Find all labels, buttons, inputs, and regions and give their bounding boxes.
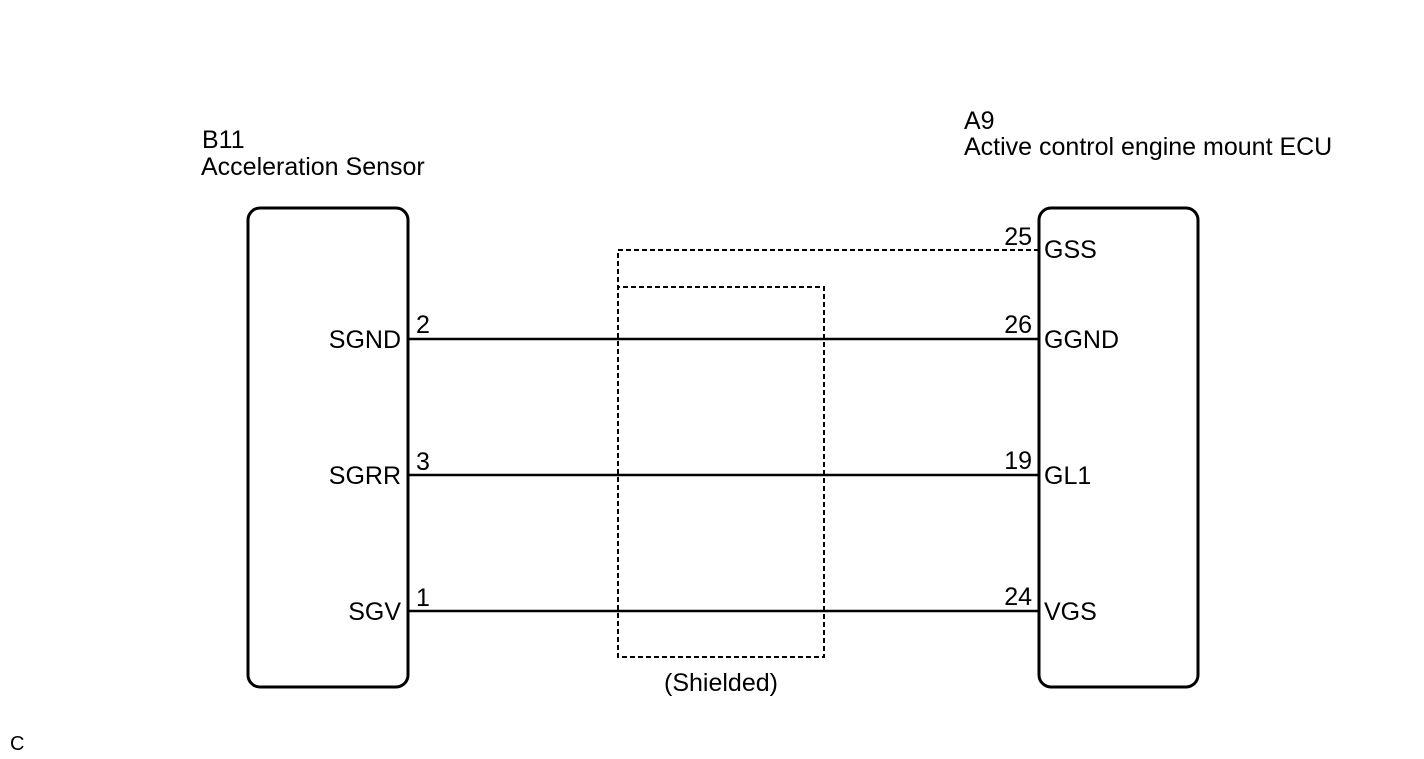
left-component-name: Acceleration Sensor [201, 153, 425, 181]
right-component-code: A9 [964, 107, 995, 135]
left-terminal-sgv: SGV [348, 598, 401, 626]
right-pin-19: 19 [1004, 447, 1032, 475]
left-pin-1: 1 [416, 584, 430, 612]
right-pin-25: 25 [1004, 223, 1032, 251]
left-pin-3: 3 [416, 448, 430, 476]
right-terminal-gss: GSS [1044, 236, 1097, 264]
corner-mark: C [10, 733, 25, 755]
ecu-box [1037, 206, 1200, 689]
left-terminal-sgnd: SGND [328, 326, 401, 354]
right-component-name: Active control engine mount ECU [964, 133, 1333, 161]
left-terminal-sgrr: SGRR [328, 462, 401, 490]
shielded-label: (Shielded) [664, 669, 778, 697]
right-terminal-vgs: VGS [1044, 598, 1097, 626]
right-terminal-gl1: GL1 [1044, 462, 1092, 490]
left-pin-2: 2 [416, 311, 430, 339]
right-pin-26: 26 [1004, 311, 1032, 339]
shield-outer-line [617, 249, 1039, 658]
right-terminal-ggnd: GGND [1044, 326, 1119, 354]
left-component-code: B11 [202, 126, 245, 154]
right-pin-24: 24 [1004, 583, 1032, 611]
acceleration-sensor-box [246, 206, 410, 689]
